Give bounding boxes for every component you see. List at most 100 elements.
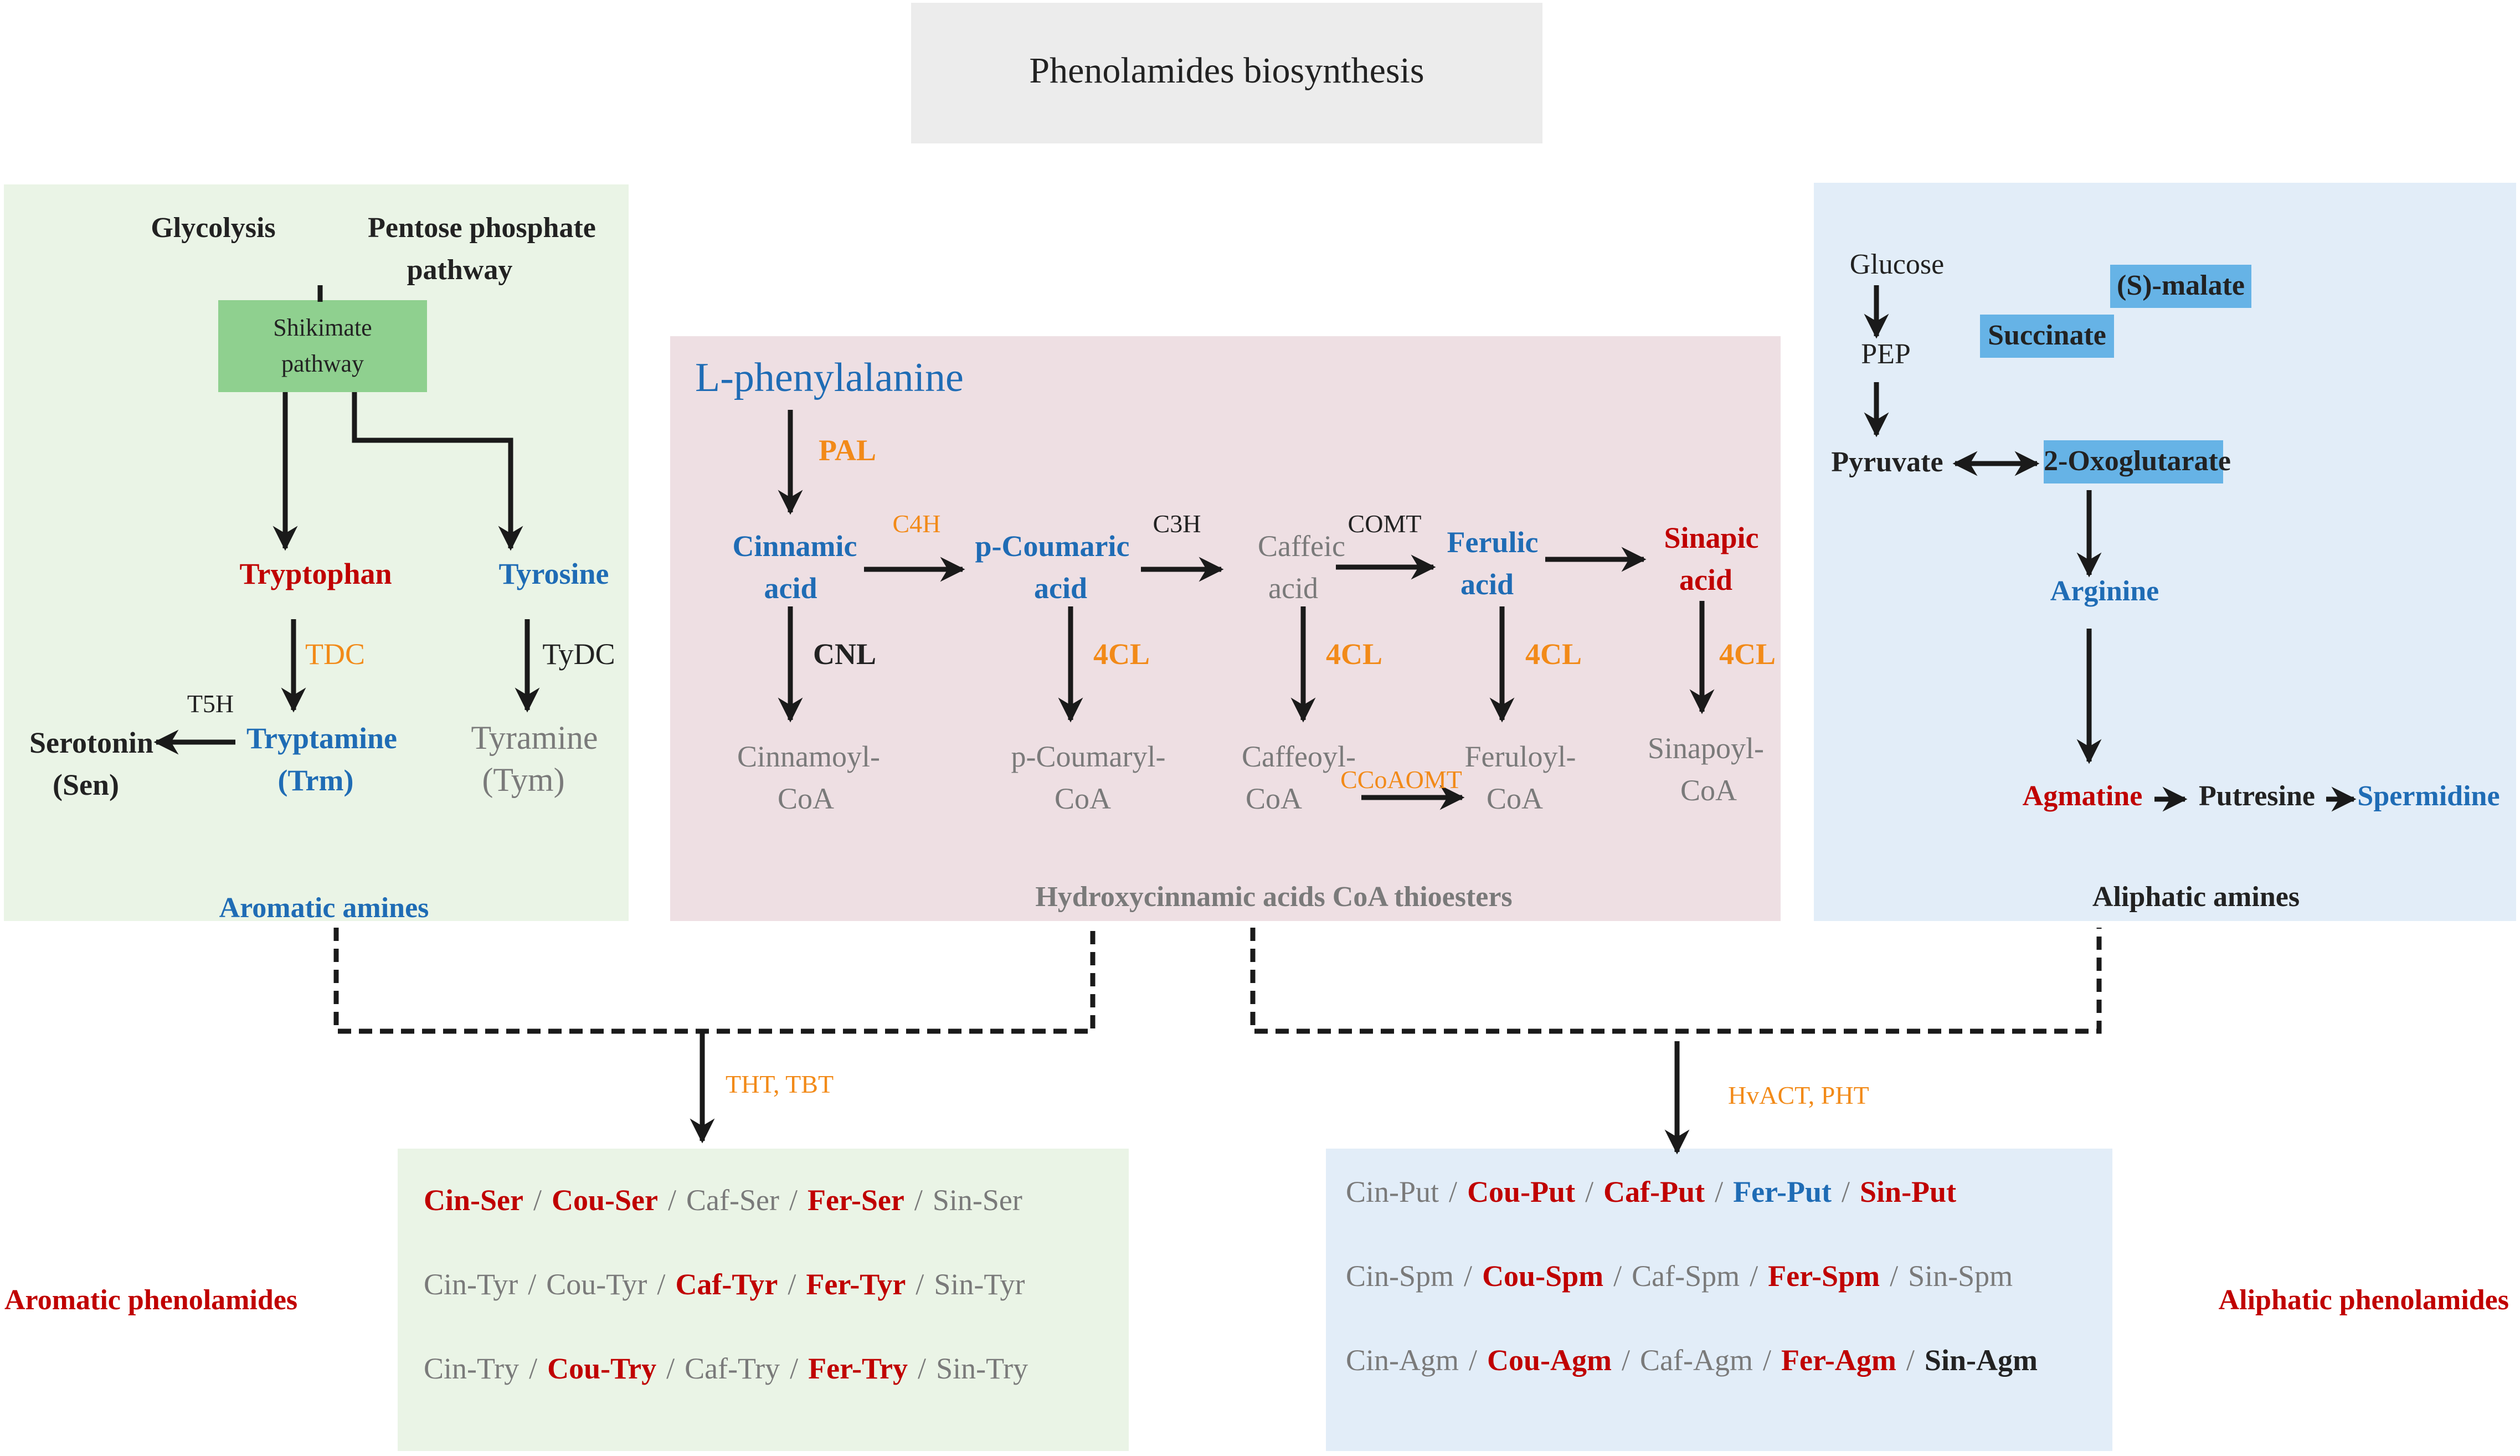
compound-name: Cin-Tyr [424, 1268, 518, 1301]
compound-separator: / [918, 1352, 927, 1385]
enzyme-c3h: C3H [1153, 510, 1201, 538]
arginine: Arginine [2050, 575, 2159, 607]
p-coumaric-acid-2: acid [1033, 572, 1087, 605]
sinapic-acid: Sinapic [1664, 521, 1759, 554]
cinnamoyl-coa: Cinnamoyl- [737, 740, 880, 773]
serotonin-abbr: (Sen) [53, 768, 119, 801]
aromatic-amines-label: Aromatic amines [219, 892, 429, 924]
tyrosine: Tyrosine [498, 557, 609, 590]
sinapoyl-coa-2: CoA [1680, 774, 1737, 807]
compound-name: Sin-Put [1860, 1175, 1957, 1208]
enzyme-c4h: C4H [892, 510, 941, 538]
s-malate: (S)-malate [2116, 270, 2245, 301]
hca-panel [670, 336, 1781, 921]
compound-separator: / [789, 1184, 798, 1217]
compound-separator: / [914, 1184, 923, 1217]
compound-row: Cin-Tyr / Cou-Tyr / Caf-Tyr / Fer-Tyr / Sin-Tyr [424, 1267, 1122, 1303]
compound-separator: / [1622, 1344, 1631, 1377]
aromatic-phenolamides-label: Aromatic phenolamides [4, 1284, 298, 1316]
compound-row: Cin-Try/Cou-Try/Caf-Try/Fer-Try/Sin-Try [424, 1351, 1122, 1387]
compound-separator: / [533, 1184, 542, 1217]
shikimate-label-2: pathway [281, 350, 364, 377]
pep: PEP [1861, 338, 1911, 370]
compound-name: Cou-Spm [1482, 1259, 1604, 1293]
enzymes-tht-tbt: THT, TBT [726, 1070, 834, 1098]
compound-name: Caf-Agm [1640, 1344, 1753, 1377]
tryptophan: Tryptophan [239, 557, 392, 590]
pentose-phosphate-label-2: pathway [407, 254, 513, 286]
shikimate-box [218, 300, 427, 392]
cinnamoyl-coa-2: CoA [777, 782, 834, 815]
enzyme-pal: PAL [819, 434, 876, 467]
enzyme-4cl-coumaric: 4CL [1093, 637, 1150, 671]
p-coumaric-acid: p-Coumaric [975, 529, 1130, 563]
enzymes-hvact-pht: HvACT, PHT [1728, 1081, 1869, 1109]
compound-separator: / [916, 1268, 924, 1301]
compound-separator: / [788, 1268, 796, 1301]
compound-name: Cin-Ser [424, 1184, 523, 1217]
compound-separator: / [1750, 1259, 1758, 1293]
enzyme-t5h: T5H [187, 690, 234, 718]
sinapoyl-coa: Sinapoyl- [1648, 732, 1764, 765]
enzyme-cnl: CNL [812, 637, 876, 671]
compound-separator: / [1715, 1175, 1724, 1208]
compound-name: Sin-Try [936, 1352, 1028, 1385]
oxoglutarate-highlight [2044, 440, 2223, 483]
compound-name: Fer-Put [1733, 1175, 1832, 1208]
title-box [911, 3, 1542, 143]
tyramine: Tyramine [471, 719, 598, 756]
compound-name: Cin-Put [1346, 1175, 1439, 1208]
compound-row: Cin-Agm/Cou-Agm/Caf-Agm/Fer-Agm/Sin-Agm [1346, 1342, 2105, 1378]
feruloyl-coa-2: CoA [1486, 782, 1543, 815]
succinate-highlight [1980, 315, 2114, 358]
compound-separator: / [1613, 1259, 1622, 1293]
compound-name: Caf-Ser [686, 1184, 779, 1217]
compound-separator: / [1890, 1259, 1899, 1293]
compound-name: Sin-Agm [1924, 1344, 2038, 1377]
feruloyl-coa: Feruloyl- [1464, 740, 1576, 773]
enzyme-comt: COMT [1348, 510, 1422, 538]
p-coumaryl-coa-2: CoA [1054, 782, 1111, 815]
cinnamic-acid-2: acid [764, 572, 817, 605]
hca-thioesters-label: Hydroxycinnamic acids CoA thioesters [1035, 881, 1513, 913]
l-phenylalanine: L-phenylalanine [695, 355, 964, 400]
sinapic-acid-2: acid [1679, 563, 1732, 596]
compound-name: Fer-Ser [807, 1184, 904, 1217]
enzyme-tydc: TyDC [542, 637, 615, 671]
dashed-aromatic-connector [333, 928, 1096, 1034]
compound-separator: / [1906, 1344, 1915, 1377]
compound-separator: / [790, 1352, 799, 1385]
compound-name: Cin-Agm [1346, 1344, 1459, 1377]
putresine: Putresine [2199, 780, 2315, 812]
compound-name: Cou-Ser [552, 1184, 658, 1217]
shikimate-label-1: Shikimate [273, 314, 372, 341]
compound-name: Caf-Tyr [675, 1268, 778, 1301]
p-coumaryl-coa: p-Coumaryl- [1011, 740, 1166, 773]
compound-separator: / [657, 1268, 666, 1301]
ferulic-acid-2: acid [1460, 568, 1514, 601]
malate-highlight [2110, 265, 2251, 308]
compound-name: Sin-Tyr [934, 1268, 1025, 1301]
compound-name: Caf-Spm [1632, 1259, 1740, 1293]
succinate: Succinate [1988, 320, 2106, 351]
aliphatic-amines-label: Aliphatic amines [2092, 881, 2300, 913]
compound-name: Cin-Spm [1346, 1259, 1454, 1293]
compound-separator: / [1469, 1344, 1478, 1377]
aromatic-phenolamides-box [398, 1149, 1129, 1451]
compound-separator: / [666, 1352, 675, 1385]
compound-separator: / [528, 1268, 537, 1301]
compound-name: Cou-Try [547, 1352, 657, 1385]
aliphatic-phenolamides-label: Aliphatic phenolamides [2218, 1284, 2509, 1316]
compound-name: Cou-Tyr [546, 1268, 647, 1301]
compound-name: Cou-Agm [1487, 1344, 1612, 1377]
caffeic-acid: Caffeic [1258, 529, 1345, 563]
compound-separator: / [1464, 1259, 1473, 1293]
compound-separator: / [1763, 1344, 1772, 1377]
compound-separator: / [529, 1352, 538, 1385]
tryptamine-abbr: (Trm) [277, 764, 354, 797]
compound-name: Fer-Tyr [806, 1268, 906, 1301]
compound-separator: / [1449, 1175, 1458, 1208]
enzyme-4cl-sinapic: 4CL [1719, 637, 1776, 671]
